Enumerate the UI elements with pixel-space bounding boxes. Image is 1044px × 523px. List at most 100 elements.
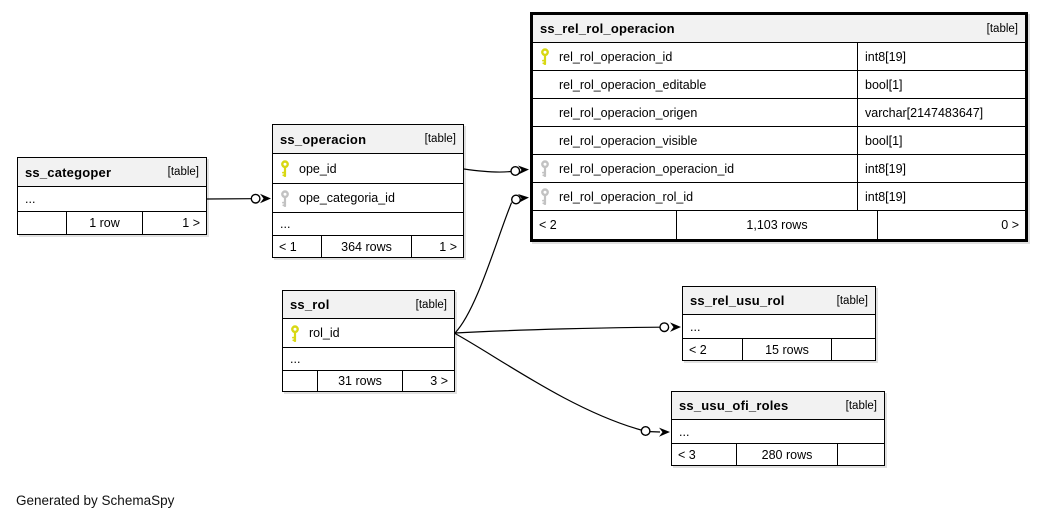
arrowhead	[659, 427, 670, 437]
column-row: rel_rol_operacion_visible bool[1]	[533, 127, 1025, 155]
footer-children: 1 >	[182, 216, 200, 230]
column-row: rel_rol_operacion_editable bool[1]	[533, 71, 1025, 99]
footer-rowcount: 1,103 rows	[677, 211, 878, 239]
table-ss-operacion[interactable]: ss_operacion [table] ope_id ope_categori…	[272, 124, 464, 258]
column-name: rel_rol_operacion_origen	[559, 105, 698, 120]
footer-rowcount: 31 rows	[318, 371, 403, 391]
column-type: bool[1]	[865, 133, 903, 148]
footer-children	[832, 339, 875, 360]
footer-children	[838, 444, 884, 465]
fk-line-operacion-relrolop	[463, 168, 511, 173]
table-badge: [table]	[836, 294, 868, 307]
table-badge: [table]	[986, 22, 1018, 35]
arrowhead	[260, 193, 271, 204]
cardinality-circle	[659, 322, 670, 333]
fk-line-rol-relrolop	[454, 202, 513, 334]
table-footer: < 2 1,103 rows 0 >	[533, 211, 1025, 239]
table-header[interactable]: ss_usu_ofi_roles [table]	[672, 392, 884, 420]
column-name: rel_rol_operacion_editable	[559, 77, 707, 92]
foreign-key-icon	[280, 189, 291, 207]
footer-children: 0 >	[1001, 218, 1019, 232]
table-title: ss_usu_ofi_roles	[679, 398, 789, 413]
column-name: rel_rol_operacion_id	[559, 49, 673, 64]
ellipsis-text: ...	[280, 217, 291, 231]
column-name: rel_rol_operacion_rol_id	[559, 189, 694, 204]
footer-children: 1 >	[439, 239, 457, 254]
table-ss-categoper[interactable]: ss_categoper [table] ... 1 row 1 >	[17, 157, 207, 235]
cardinality-circle	[250, 193, 261, 204]
primary-key-icon	[540, 48, 551, 65]
table-title: ss_categoper	[25, 164, 112, 180]
column-row: ope_categoria_id	[273, 184, 463, 213]
table-header[interactable]: ss_operacion [table]	[273, 125, 463, 154]
footer-parents: < 1	[273, 236, 322, 257]
cardinality-circle	[510, 165, 521, 176]
ellipsis-row: ...	[273, 213, 463, 236]
column-row: rel_rol_operacion_origen varchar[2147483…	[533, 99, 1025, 127]
column-row: rel_rol_operacion_rol_id int8[19]	[533, 183, 1025, 211]
table-ss-rel-usu-rol[interactable]: ss_rel_usu_rol [table] ... < 2 15 rows	[682, 286, 876, 361]
table-header[interactable]: ss_rel_usu_rol [table]	[683, 287, 875, 315]
cardinality-circle	[511, 194, 522, 205]
column-type: bool[1]	[865, 77, 903, 92]
column-name: rel_rol_operacion_visible	[559, 133, 698, 148]
column-row: rel_rol_operacion_operacion_id int8[19]	[533, 155, 1025, 183]
ellipsis-text: ...	[679, 424, 690, 439]
footer-rowcount: 364 rows	[322, 236, 412, 257]
foreign-key-icon	[540, 188, 551, 205]
table-title: ss_rel_usu_rol	[690, 293, 785, 308]
arrowhead	[518, 194, 529, 203]
footer-parents: < 2	[533, 211, 677, 239]
generated-by-caption: Generated by SchemaSpy	[16, 493, 175, 508]
column-row: ope_id	[273, 154, 463, 184]
ellipsis-row: ...	[683, 315, 875, 339]
primary-key-icon	[290, 324, 301, 342]
table-footer: < 2 15 rows	[683, 339, 875, 360]
column-name: ope_categoria_id	[299, 191, 395, 205]
column-type: int8[19]	[865, 49, 907, 64]
column-type: varchar[2147483647]	[865, 105, 984, 120]
fk-line-rol-relusurol	[454, 326, 660, 334]
table-title: ss_rol	[290, 297, 330, 312]
table-footer: < 3 280 rows	[672, 444, 884, 465]
table-ss-rol[interactable]: ss_rol [table] rol_id ... 31 rows 3 >	[282, 290, 455, 392]
table-badge: [table]	[167, 166, 199, 178]
footer-rowcount: 1 row	[67, 212, 143, 234]
column-row: rel_rol_operacion_id int8[19]	[533, 43, 1025, 71]
arrowhead	[518, 165, 529, 175]
table-badge: [table]	[424, 133, 456, 145]
footer-parents: < 3	[672, 444, 737, 465]
ellipsis-text: ...	[290, 352, 301, 366]
table-footer: < 1 364 rows 1 >	[273, 236, 463, 257]
cardinality-circle	[640, 426, 651, 437]
footer-rowcount: 15 rows	[743, 339, 832, 360]
table-badge: [table]	[845, 399, 877, 412]
arrowhead	[670, 322, 681, 332]
column-type: int8[19]	[865, 161, 907, 176]
table-footer: 31 rows 3 >	[283, 371, 454, 391]
ellipsis-row: ...	[18, 187, 206, 212]
footer-parents: < 2	[683, 339, 743, 360]
ellipsis-row: ...	[672, 420, 884, 444]
table-header[interactable]: ss_rol [table]	[283, 291, 454, 319]
column-name: rol_id	[309, 326, 340, 340]
column-row: rol_id	[283, 319, 454, 348]
column-name: ope_id	[299, 161, 337, 176]
table-ss-rel-rol-operacion[interactable]: ss_rel_rol_operacion [table] rel_rol_ope…	[530, 12, 1028, 242]
ellipsis-text: ...	[690, 319, 701, 334]
footer-children: 3 >	[430, 374, 448, 388]
table-header[interactable]: ss_categoper [table]	[18, 158, 206, 187]
table-title: ss_rel_rol_operacion	[540, 21, 675, 36]
primary-key-icon	[280, 160, 291, 177]
fk-line-rol-usuofiroles	[454, 332, 661, 433]
column-name: rel_rol_operacion_operacion_id	[559, 161, 735, 176]
column-type: int8[19]	[865, 189, 907, 204]
footer-parents	[283, 371, 318, 391]
ellipsis-row: ...	[283, 348, 454, 371]
table-footer: 1 row 1 >	[18, 212, 206, 234]
footer-parents	[18, 212, 67, 234]
table-ss-usu-ofi-roles[interactable]: ss_usu_ofi_roles [table] ... < 3 280 row…	[671, 391, 885, 466]
table-header[interactable]: ss_rel_rol_operacion [table]	[533, 15, 1025, 43]
